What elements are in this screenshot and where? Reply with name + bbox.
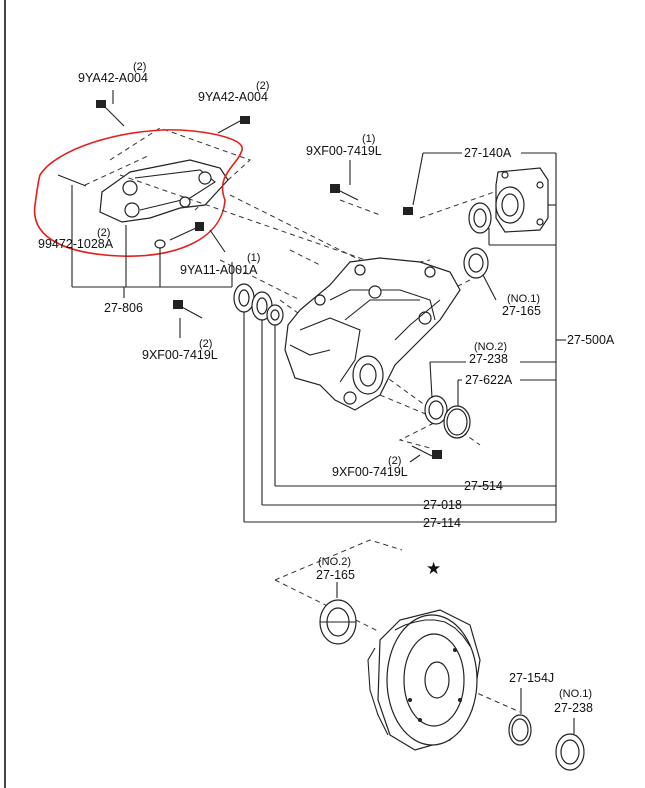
seal-27-114: [233, 283, 255, 313]
bolt-9ya11: [154, 222, 204, 249]
label-27-238-no2: 27-238: [469, 352, 508, 366]
bearing-27-165-no2: [319, 599, 357, 645]
differential-assembly: [274, 539, 585, 771]
oring-27-622A: [443, 405, 471, 439]
bolt-9ya42-right: [217, 116, 250, 134]
transfer-case-assembly: [119, 152, 566, 523]
ring-gear-differential: [367, 609, 481, 751]
qty-9xf00-bottom: (2): [388, 455, 401, 467]
label-27-514: 27-514: [464, 479, 503, 493]
label-9ya42-left: 9YA42-A004: [78, 71, 148, 85]
label-27-154J: 27-154J: [509, 671, 554, 685]
red-annotation-circle: [33, 129, 243, 257]
seal-27-514: [266, 304, 284, 326]
bearing-27-238-no1: [555, 733, 585, 771]
label-27-165-no2: 27-165: [316, 568, 355, 582]
bearing-27-165-no1: [463, 247, 489, 279]
label-27-622A: 27-622A: [465, 373, 513, 387]
label-9xf00-left: 9XF00-7419L: [142, 348, 218, 362]
output-flange-27-140A: [495, 167, 549, 233]
note-27-238-no1: (NO.1): [559, 688, 592, 700]
label-9ya42-right: 9YA42-A004: [198, 90, 268, 104]
qty-9ya42-left: (2): [133, 61, 146, 73]
bolt-9xf00-bottom: [411, 445, 442, 459]
label-9xf00-top: 9XF00-7419L: [306, 144, 382, 158]
flange-seal: [468, 202, 492, 234]
note-27-238-no2: (NO.2): [474, 341, 507, 353]
label-27-018: 27-018: [423, 498, 462, 512]
star-mark: ★: [426, 559, 441, 579]
label-27-238-no1: 27-238: [554, 701, 593, 715]
bolt-9xf00-small: [403, 207, 413, 215]
qty-9xf00-top: (1): [362, 133, 375, 145]
label-27-140A: 27-140A: [464, 146, 512, 160]
bolt-9xf00-left: [173, 300, 203, 319]
label-9xf00-bottom: 9XF00-7419L: [332, 465, 408, 479]
label-27-500A: 27-500A: [567, 333, 615, 347]
note-27-165-no1: (NO.1): [507, 293, 540, 305]
bracket-assembly: [33, 90, 251, 298]
label-9ya11: 9YA11-A001A: [180, 263, 258, 277]
qty-9ya11: (1): [247, 252, 260, 264]
bolt-9xf00-top: [330, 184, 359, 201]
note-27-165-no2: (NO.2): [318, 556, 351, 568]
label-27-165-top: 27-165: [502, 304, 541, 318]
shim-27-238-no2: [424, 395, 448, 425]
transfer-case-housing: [284, 257, 461, 411]
label-27-114: 27-114: [423, 516, 461, 530]
bolt-99472: [57, 174, 87, 187]
shim-27-154J: [508, 714, 532, 746]
bolt-9ya42-left: [96, 100, 125, 127]
label-27-806: 27-806: [104, 301, 143, 315]
qty-9ya42-right: (2): [256, 80, 269, 92]
qty-99472: (2): [97, 227, 110, 239]
label-99472: 99472-1028A: [38, 237, 114, 251]
qty-9xf00-left: (2): [199, 338, 212, 350]
